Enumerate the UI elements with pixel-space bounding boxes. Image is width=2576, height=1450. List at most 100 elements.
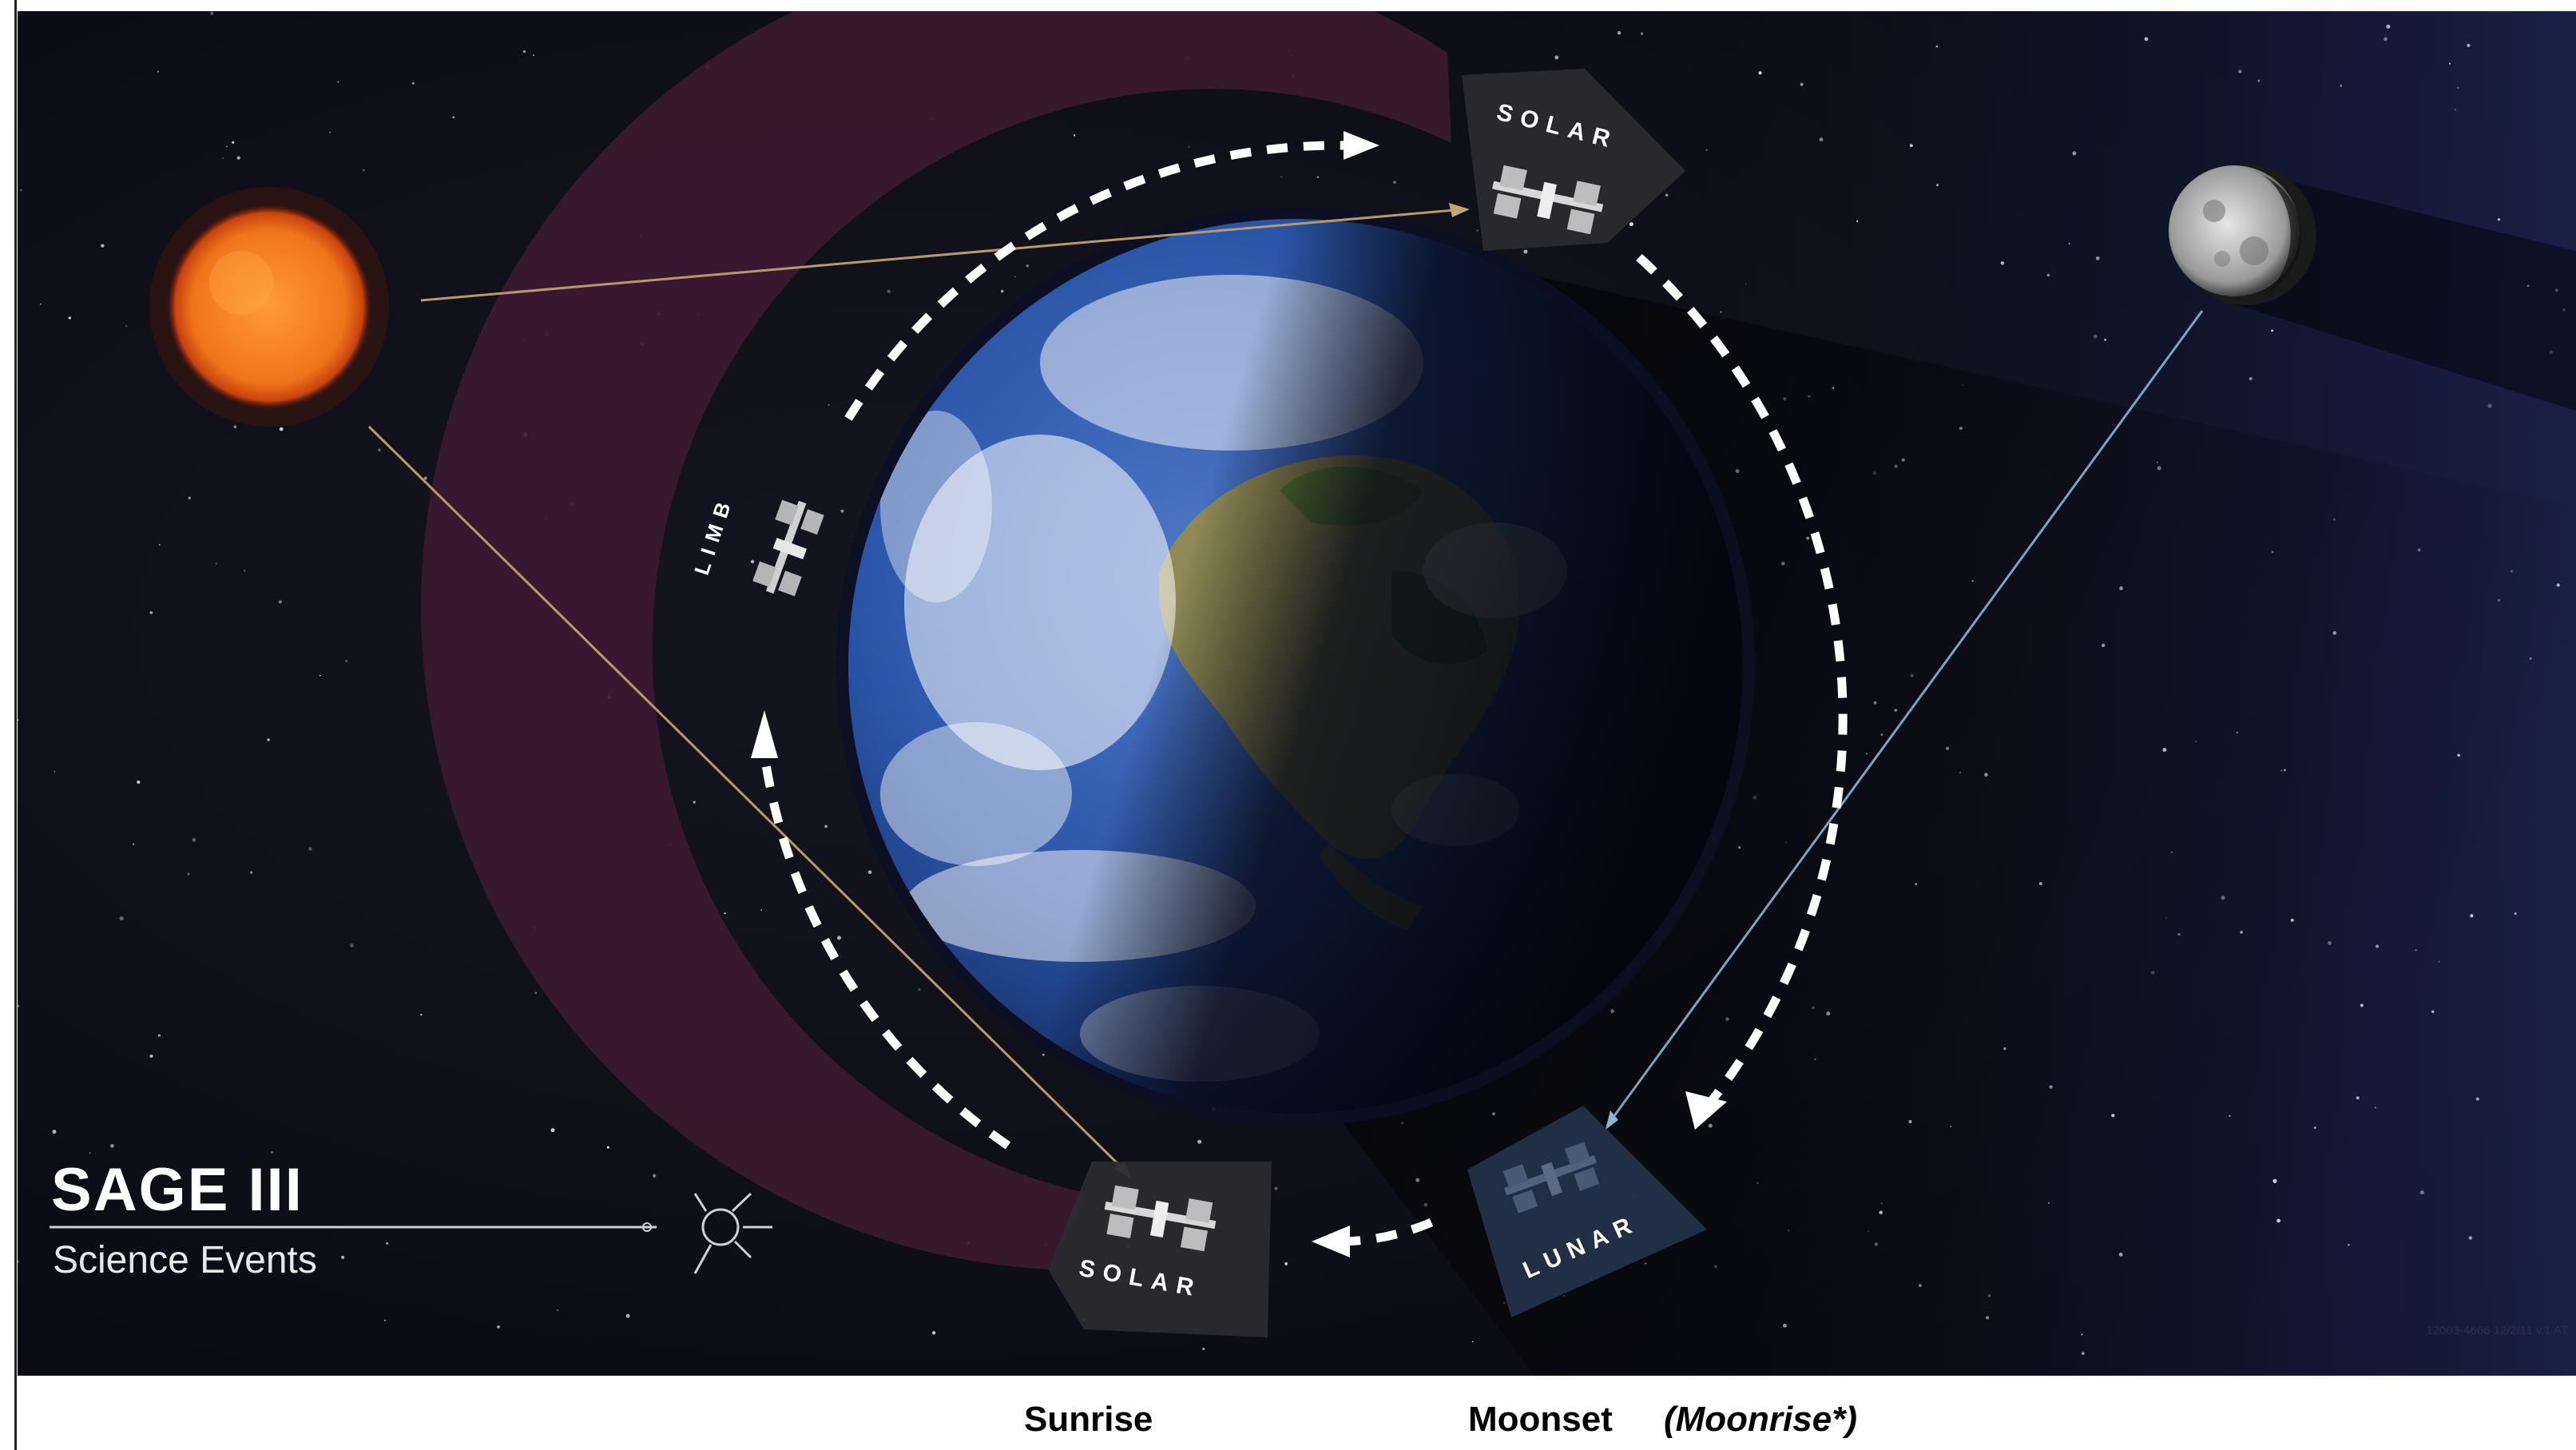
star xyxy=(1629,222,1633,227)
instrument-sun-logo xyxy=(50,1192,772,1274)
star xyxy=(750,559,755,564)
star xyxy=(1280,176,1283,178)
star xyxy=(39,303,42,305)
star xyxy=(192,837,196,842)
star xyxy=(1188,146,1190,148)
star xyxy=(452,116,454,118)
star xyxy=(2454,109,2457,111)
star xyxy=(89,1152,91,1154)
watermark-text: 12003-4666 12/2/11 v.1 AT xyxy=(2426,1324,2568,1337)
star xyxy=(215,562,217,565)
star xyxy=(329,131,331,133)
space-station-icon xyxy=(1104,1185,1217,1252)
star xyxy=(221,157,224,159)
star xyxy=(1758,71,1762,75)
star xyxy=(2487,403,2492,408)
star xyxy=(349,943,354,947)
star xyxy=(2457,87,2459,89)
star xyxy=(362,169,365,172)
ray-arrowhead xyxy=(1449,203,1470,217)
star xyxy=(887,289,891,293)
space-station-icon xyxy=(1492,165,1604,235)
star xyxy=(149,611,153,614)
solar-panel-bottom xyxy=(1048,1162,1272,1337)
star xyxy=(137,780,141,785)
star xyxy=(760,909,763,912)
star xyxy=(18,1004,20,1007)
star xyxy=(119,916,124,921)
star xyxy=(187,872,190,876)
caption-sunrise: Sunrise xyxy=(1024,1400,1153,1439)
star xyxy=(18,1260,19,1263)
star xyxy=(522,50,526,54)
star xyxy=(1909,144,1913,148)
star xyxy=(828,403,830,406)
star xyxy=(2093,334,2098,339)
star xyxy=(133,843,135,845)
star xyxy=(1936,184,1939,187)
star xyxy=(1640,32,1644,35)
star xyxy=(2104,338,2107,341)
sun-icon xyxy=(149,187,389,427)
star xyxy=(411,81,415,85)
star xyxy=(1720,311,1722,313)
star xyxy=(1026,264,1030,268)
star xyxy=(2249,376,2253,381)
star xyxy=(2340,84,2343,87)
caption-moonset: Moonset xyxy=(1468,1400,1613,1439)
star xyxy=(1202,1347,1205,1351)
star xyxy=(2072,151,2077,156)
star xyxy=(1800,82,1804,86)
star xyxy=(2068,243,2070,244)
star xyxy=(824,824,828,828)
star xyxy=(52,1130,57,1134)
star xyxy=(236,156,240,160)
star xyxy=(2562,308,2566,312)
star xyxy=(2257,79,2260,82)
star xyxy=(110,1144,114,1148)
sage-diagram-scene: SOLAR LIMB SOLAR LUNAR SAGE III Science … xyxy=(18,11,2576,1376)
star xyxy=(157,1034,161,1037)
orbit-arc-band xyxy=(421,11,1451,1269)
star xyxy=(1471,1341,1474,1343)
star xyxy=(1554,55,1559,60)
star xyxy=(931,1331,936,1335)
star xyxy=(497,1325,500,1329)
star xyxy=(2497,218,2501,221)
star xyxy=(1014,276,1016,278)
dashed-orbit-arrow xyxy=(1343,1218,1434,1246)
star xyxy=(267,738,270,741)
sunrise-ray-top xyxy=(420,208,1464,302)
star xyxy=(1000,289,1004,293)
star xyxy=(1617,30,1621,35)
star xyxy=(19,189,22,192)
star xyxy=(2271,329,2274,332)
diagram-title: SAGE III xyxy=(51,1156,304,1224)
star xyxy=(532,54,535,57)
star xyxy=(1042,1053,1045,1056)
star xyxy=(341,1255,345,1259)
star xyxy=(1316,176,1320,178)
star xyxy=(188,496,191,500)
star xyxy=(158,544,161,546)
orbit-arrowhead xyxy=(1312,1226,1350,1257)
frame-border xyxy=(14,0,17,1450)
star xyxy=(2238,70,2242,73)
star xyxy=(724,912,726,915)
star xyxy=(840,509,844,513)
star xyxy=(2386,24,2391,29)
star xyxy=(2549,350,2554,355)
star xyxy=(279,427,284,431)
moon-ray xyxy=(1606,310,2204,1126)
star xyxy=(918,988,921,991)
star xyxy=(149,1054,153,1059)
orbit-arrowhead xyxy=(1344,131,1379,160)
orbit-arrowhead xyxy=(1685,1091,1727,1130)
star xyxy=(1197,1139,1202,1144)
star xyxy=(157,70,159,73)
moon-shadow xyxy=(2230,167,2576,411)
star xyxy=(2000,261,2005,265)
star xyxy=(606,1146,609,1149)
star xyxy=(1745,283,1747,285)
star xyxy=(652,1174,657,1178)
